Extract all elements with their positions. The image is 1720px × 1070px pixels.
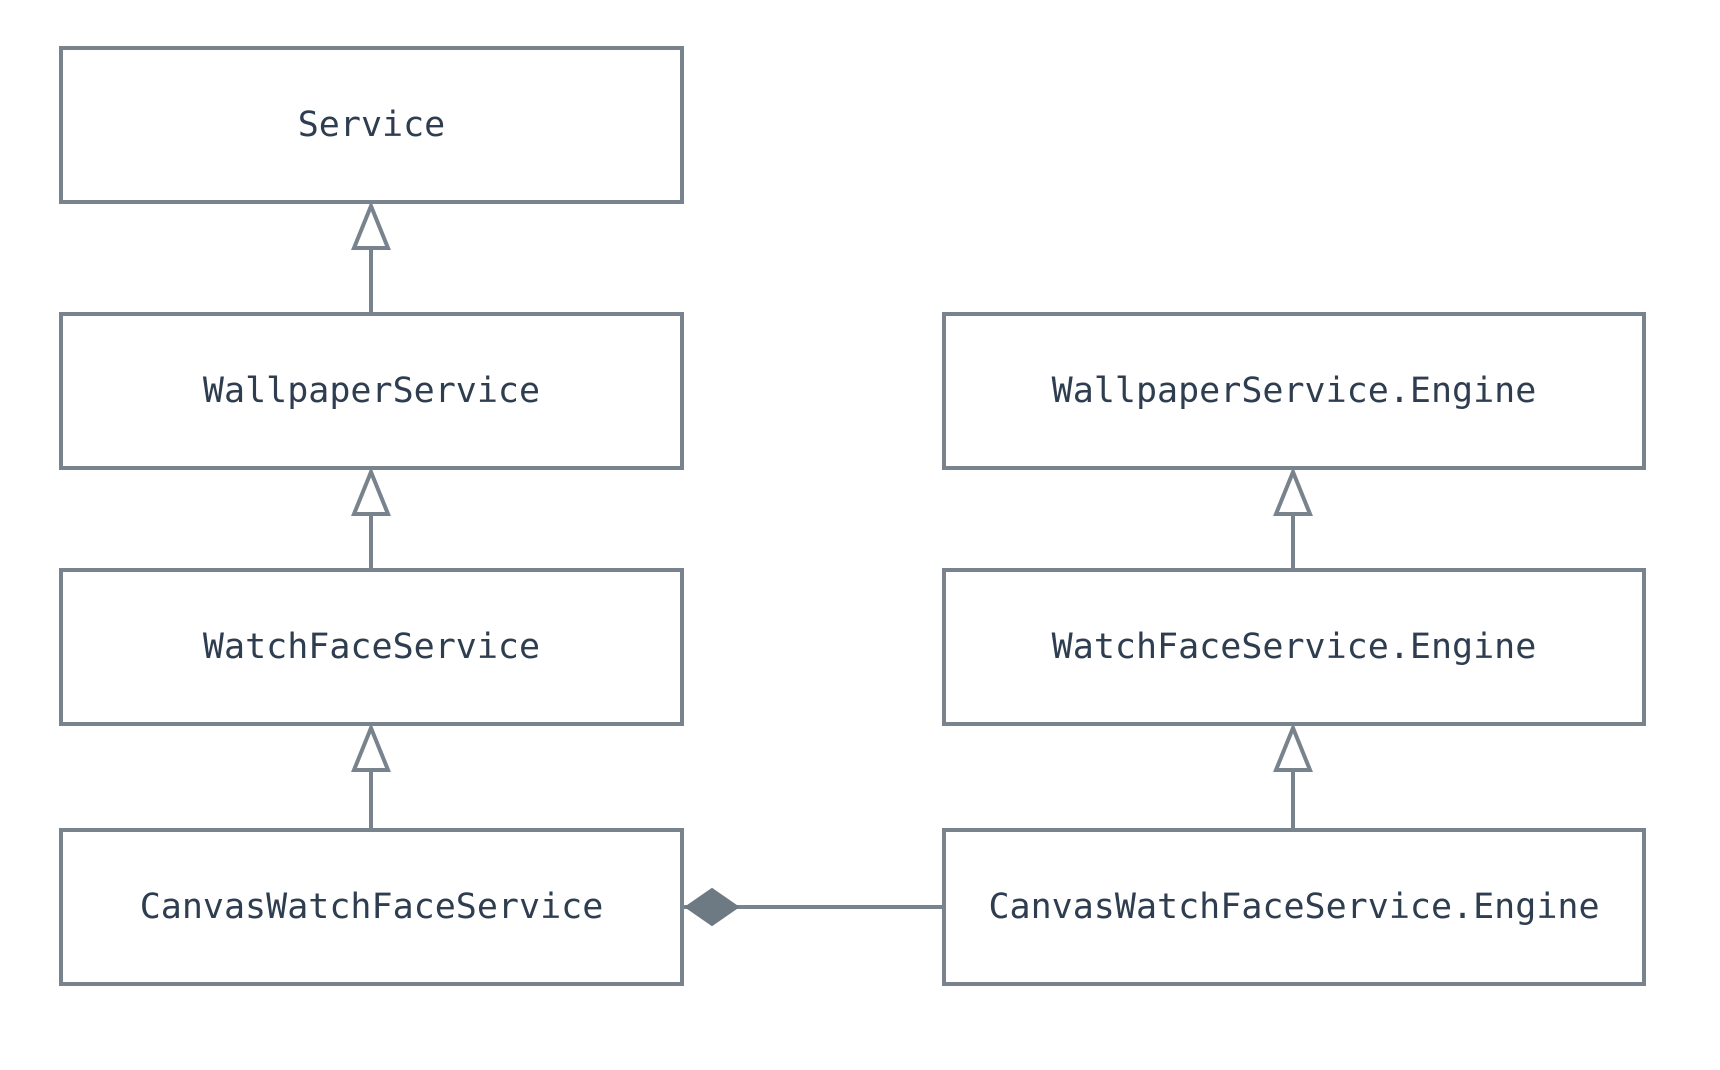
inheritance-arrow-canvaswatchfaceservice-to-watchfaceservice — [351, 722, 391, 828]
class-label-watch-face-service-engine: WatchFaceService.Engine — [1051, 627, 1537, 667]
class-label-wallpaper-service-engine: WallpaperService.Engine — [1051, 371, 1537, 411]
composition-link-canvaswatchfaceservice-engine — [683, 887, 942, 927]
class-label-canvas-watch-face-service-engine: CanvasWatchFaceService.Engine — [988, 887, 1600, 927]
class-box-wallpaper-service-engine: WallpaperService.Engine — [942, 312, 1646, 470]
class-label-canvas-watch-face-service: CanvasWatchFaceService — [139, 887, 604, 927]
inheritance-arrow-wallpaperservice-to-service — [351, 200, 391, 312]
class-box-canvas-watch-face-service-engine: CanvasWatchFaceService.Engine — [942, 828, 1646, 986]
inheritance-arrow-watchfaceservice-to-wallpaperservice — [351, 466, 391, 568]
composition-diamond-icon — [684, 887, 740, 927]
class-box-wallpaper-service: WallpaperService — [59, 312, 684, 470]
inheritance-arrow-watchfaceservice-engine-to-wallpaperservice-engine — [1273, 466, 1313, 568]
class-box-watch-face-service-engine: WatchFaceService.Engine — [942, 568, 1646, 726]
inheritance-arrow-canvaswatchfaceservice-engine-to-watchfaceservice-engine — [1273, 722, 1313, 828]
class-box-canvas-watch-face-service: CanvasWatchFaceService — [59, 828, 684, 986]
class-box-watch-face-service: WatchFaceService — [59, 568, 684, 726]
class-label-wallpaper-service: WallpaperService — [202, 371, 541, 411]
class-box-service: Service — [59, 46, 684, 204]
class-label-watch-face-service: WatchFaceService — [202, 627, 541, 667]
class-label-service: Service — [297, 105, 446, 145]
